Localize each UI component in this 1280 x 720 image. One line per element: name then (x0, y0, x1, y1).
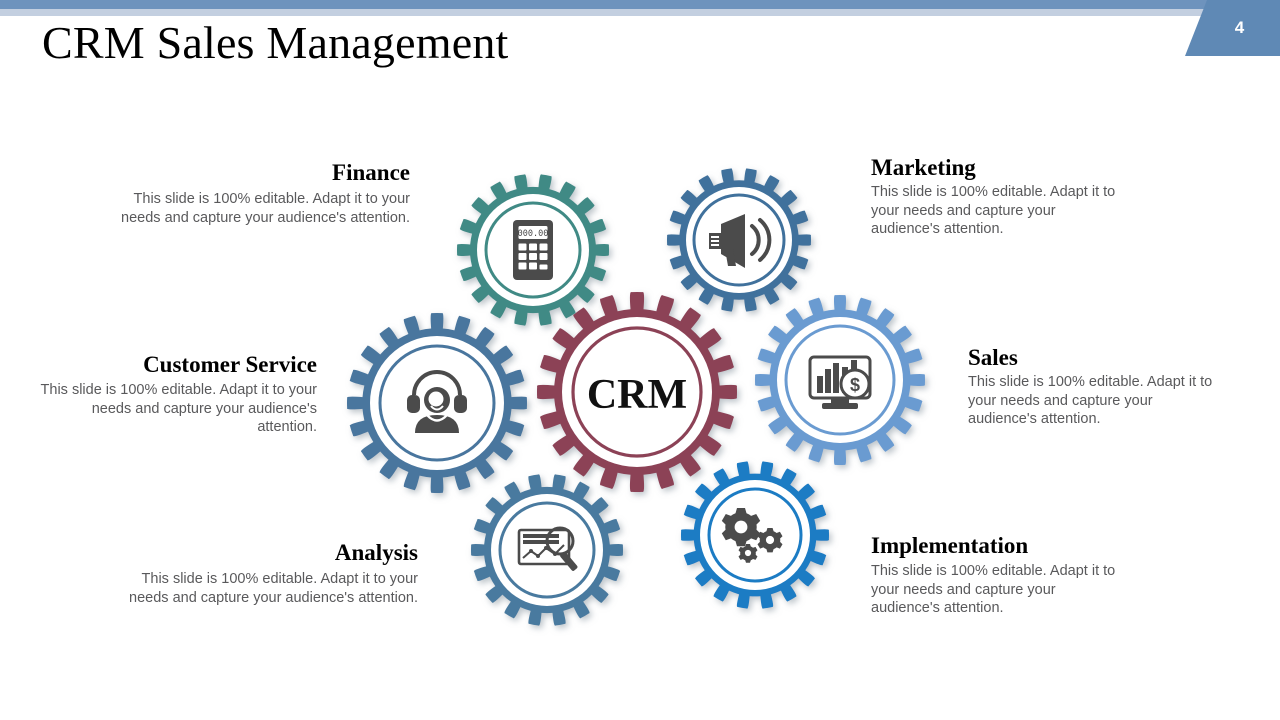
node-body-analysis: This slide is 100% editable. Adapt it to… (129, 570, 418, 606)
gear-inner-ring (498, 501, 596, 599)
node-body-implementation: This slide is 100% editable. Adapt it to… (871, 562, 1116, 617)
gear-center-crm[interactable] (536, 291, 738, 493)
headset-support-icon (407, 370, 467, 433)
gear-inner-ring (484, 201, 582, 299)
svg-text:000.00: 000.00 (518, 229, 549, 239)
node-text-finance: Finance This slide is 100% editable. Ada… (118, 160, 410, 227)
node-heading-implementation: Implementation (871, 533, 1029, 558)
node-heading-analysis: Analysis (334, 540, 418, 565)
node-body-marketing: This slide is 100% editable. Adapt it to… (871, 183, 1116, 238)
calculator-icon: 000.00 (513, 220, 553, 280)
node-body-customer-service: This slide is 100% editable. Adapt it to… (40, 381, 317, 436)
gear-inner-disc (491, 494, 603, 606)
gear-inner-ring (707, 487, 803, 583)
gear-sales[interactable] (754, 294, 926, 466)
header-accent-bar (0, 0, 1280, 9)
node-text-analysis: Analysis This slide is 100% editable. Ad… (128, 540, 418, 607)
node-heading-finance: Finance (332, 160, 410, 185)
svg-text:$: $ (850, 375, 860, 395)
center-hub-label: CRM (587, 372, 687, 418)
node-text-marketing: Marketing This slide is 100% editable. A… (871, 155, 1121, 239)
node-text-customer-service: Customer Service This slide is 100% edit… (40, 352, 317, 437)
node-text-sales: Sales This slide is 100% editable. Adapt… (968, 345, 1216, 429)
gear-inner-disc (777, 317, 903, 443)
chart-magnifier-icon (517, 526, 578, 571)
node-body-finance: This slide is 100% editable. Adapt it to… (121, 190, 410, 226)
gear-inner-ring (571, 326, 703, 458)
megaphone-icon (709, 214, 772, 268)
gears-settings-icon (721, 508, 783, 563)
gear-inner-disc (562, 317, 712, 467)
node-text-implementation: Implementation This slide is 100% editab… (871, 533, 1119, 618)
gear-inner-ring (692, 193, 786, 287)
header-accent-bar-light (0, 9, 1280, 16)
gear-inner-ring (378, 344, 496, 462)
node-heading-customer-service: Customer Service (143, 352, 317, 377)
page-number-label: 4 (1234, 18, 1245, 37)
node-heading-marketing: Marketing (871, 155, 976, 180)
node-heading-sales: Sales (968, 345, 1018, 370)
gear-inner-ring (784, 324, 896, 436)
monitor-revenue-chart-icon: $ (808, 355, 872, 409)
page-title: CRM Sales Management (42, 17, 509, 68)
gear-analysis[interactable] (470, 474, 624, 626)
node-body-sales: This slide is 100% editable. Adapt it to… (968, 373, 1213, 428)
